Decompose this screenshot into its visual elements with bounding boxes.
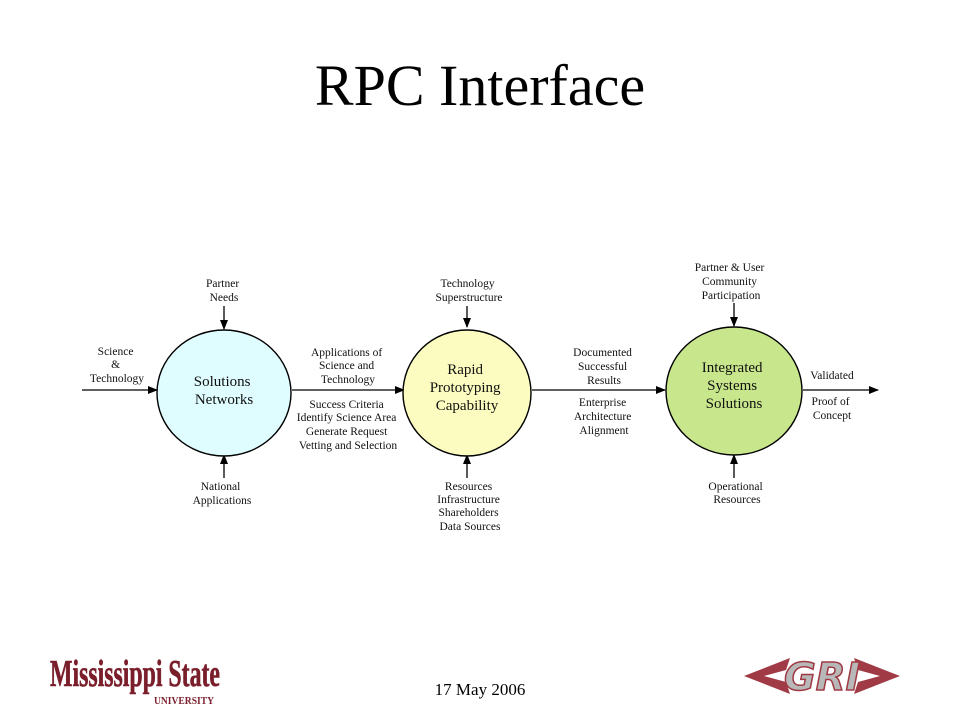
svg-text:GRI: GRI xyxy=(784,655,860,699)
slide-title: RPC Interface xyxy=(314,53,646,118)
label-science-technology: Science & Technology xyxy=(90,346,144,385)
node-solutions-networks xyxy=(156,329,292,457)
node-label-rapid: Rapid Prototyping Capability xyxy=(430,362,505,414)
svg-text:UNIVERSITY: UNIVERSITY xyxy=(154,695,214,707)
node-label-integrated: Integrated Systems Solutions xyxy=(702,360,767,412)
label-national-applications: National Applications xyxy=(193,481,252,507)
label-operational-resources: Operational Resources xyxy=(708,481,765,506)
node-label-solutions: Solutions Networks xyxy=(194,374,254,408)
label-technology-superstructure: Technology Superstructure xyxy=(435,278,502,304)
node-rapid-prototyping xyxy=(402,329,532,457)
label-validated: Validated xyxy=(810,370,854,382)
gri-logo: GRI xyxy=(744,654,900,700)
node-integrated-systems xyxy=(665,326,803,456)
label-partner-user-community: Partner & User Community Participation xyxy=(695,262,768,302)
slide-date: 17 May 2006 xyxy=(434,680,526,699)
flow-arrows xyxy=(82,303,879,478)
label-enterprise-architecture: Enterprise Architecture Alignment xyxy=(574,397,634,437)
label-proof-of-concept: Proof of Concept xyxy=(812,396,853,422)
label-partner-needs: Partner Needs xyxy=(206,278,242,304)
label-applications-of-science: Applications of Science and Technology xyxy=(311,347,385,386)
label-resources: Resources Infrastructure Shareholders Da… xyxy=(437,481,502,533)
label-documented-results: Documented Successful Results xyxy=(573,347,635,387)
svg-text:Mississippi State: Mississippi State xyxy=(50,653,220,695)
label-success-criteria: Success Criteria Identify Science Area G… xyxy=(297,399,400,452)
mississippi-state-logo: Mississippi State UNIVERSITY xyxy=(50,653,220,707)
